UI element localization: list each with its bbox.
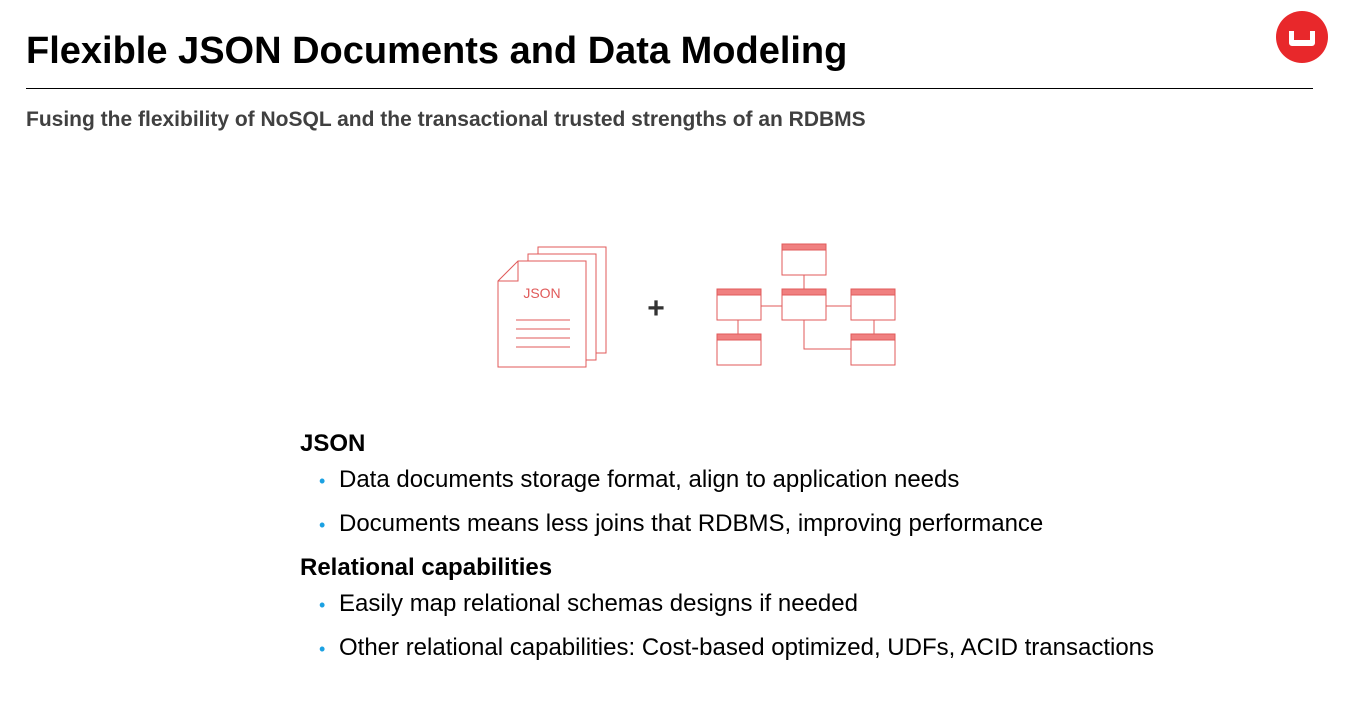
json-documents-icon <box>497 246 607 368</box>
relational-tables-icon <box>716 243 896 366</box>
bullet-dot-icon: • <box>319 471 326 491</box>
title-divider <box>26 88 1313 89</box>
json-bullet-list: • Data documents storage format, align to… <box>300 464 1300 540</box>
slide-title: Flexible JSON Documents and Data Modelin… <box>26 30 848 72</box>
relational-bullet-list: • Easily map relational schemas designs i… <box>300 588 1300 664</box>
bullet-dot-icon: • <box>319 639 326 659</box>
json-document-label: JSON <box>523 285 560 301</box>
json-plus-relational-illustration: JSON + <box>497 243 896 368</box>
section-heading-relational: Relational capabilities <box>300 554 553 581</box>
bullet-text: Documents means less joins that RDBMS, i… <box>339 510 1044 537</box>
bullet-item: • Data documents storage format, align to… <box>300 464 1300 496</box>
table-headers <box>716 243 896 341</box>
slide-subtitle: Fusing the flexibility of NoSQL and the … <box>26 108 866 131</box>
bullet-item: • Other relational capabilities: Cost-bas… <box>300 632 1300 664</box>
bullet-text: Data documents storage format, align to … <box>339 466 960 493</box>
bullet-dot-icon: • <box>319 595 326 615</box>
section-heading-json: JSON <box>300 430 366 457</box>
bullet-item: • Easily map relational schemas designs i… <box>300 588 1300 620</box>
bullet-text: Other relational capabilities: Cost-base… <box>339 634 1155 661</box>
plus-sign: + <box>647 292 665 325</box>
bullet-item: • Documents means less joins that RDBMS, … <box>300 508 1300 540</box>
bullet-text: Easily map relational schemas designs if… <box>339 590 858 617</box>
bullet-dot-icon: • <box>319 515 326 535</box>
content-area: JSON • Data documents storage format, ali… <box>300 428 1300 676</box>
brand-logo-icon <box>1276 11 1328 63</box>
